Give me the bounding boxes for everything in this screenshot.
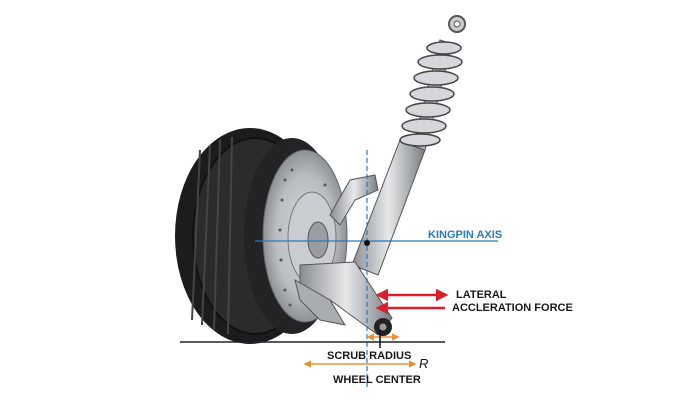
kingpin-axis-label: KINGPIN AXIS	[428, 229, 503, 241]
steering-knuckle	[329, 174, 379, 226]
lateral-label: LATERAL	[456, 289, 507, 301]
scrub-radius-label: SCRUB RADIUS	[327, 350, 412, 362]
kingpin-point	[364, 240, 370, 246]
wheel-center-label: WHEEL CENTER	[333, 374, 421, 386]
r-label: R	[419, 356, 429, 371]
acceleration-force-label: ACCLERATION FORCE	[452, 302, 573, 314]
